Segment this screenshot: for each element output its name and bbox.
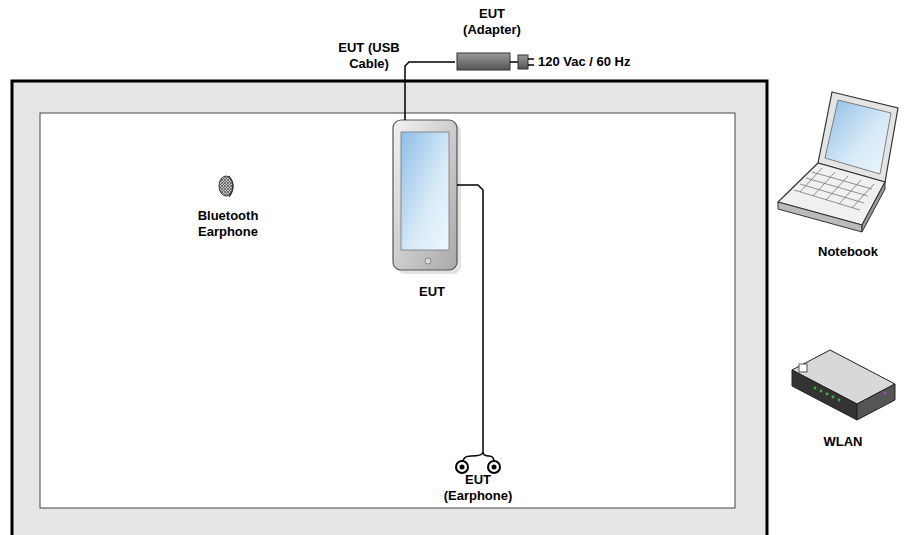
adapter-node: EUT (Adapter) (455, 6, 529, 72)
earbud (488, 461, 500, 473)
tablet-button (425, 258, 431, 264)
notebook-keyboard (794, 168, 874, 210)
test-table (12, 81, 767, 535)
adapter-cord (510, 61, 518, 63)
bluetooth-earphone-icon (219, 176, 233, 196)
earphone-fork (463, 452, 483, 462)
router-node: WLAN (790, 346, 896, 450)
bluetooth-earphone-icon (229, 176, 233, 197)
earbud (460, 465, 465, 470)
tablet-screen (401, 132, 449, 250)
adapter-body (457, 53, 510, 70)
router-badge (799, 364, 807, 372)
notebook-side (862, 182, 885, 232)
router-front (792, 370, 857, 420)
plug-prong (528, 64, 534, 66)
tablet-node: EUT (393, 120, 471, 300)
earphone-node: EUT (Earphone) (436, 452, 520, 504)
notebook-screen (825, 100, 891, 174)
cable-line (405, 62, 455, 120)
bluetooth-earphone-node: Bluetooth Earphone (185, 172, 271, 240)
router-light (883, 391, 886, 394)
device-label: EUT (Adapter) (455, 6, 529, 38)
device-label: EUT (Earphone) (436, 472, 520, 504)
cable-label: EUT (USB Cable) (322, 40, 416, 72)
power-label: 120 Vac / 60 Hz (538, 54, 631, 70)
earbud (456, 461, 468, 473)
device-label: Bluetooth Earphone (185, 208, 271, 240)
earbud (492, 465, 497, 470)
table-top (40, 113, 735, 508)
device-label: Notebook (818, 244, 878, 260)
tablet-body (393, 120, 457, 270)
router-lights (814, 387, 841, 402)
device-label: EUT (419, 284, 445, 300)
plug-prong (528, 58, 534, 60)
cable-line (457, 185, 483, 452)
router-side (857, 384, 895, 420)
notebook-node: Notebook (778, 88, 918, 260)
adapter-plug (518, 55, 528, 69)
device-label: WLAN (824, 434, 863, 450)
